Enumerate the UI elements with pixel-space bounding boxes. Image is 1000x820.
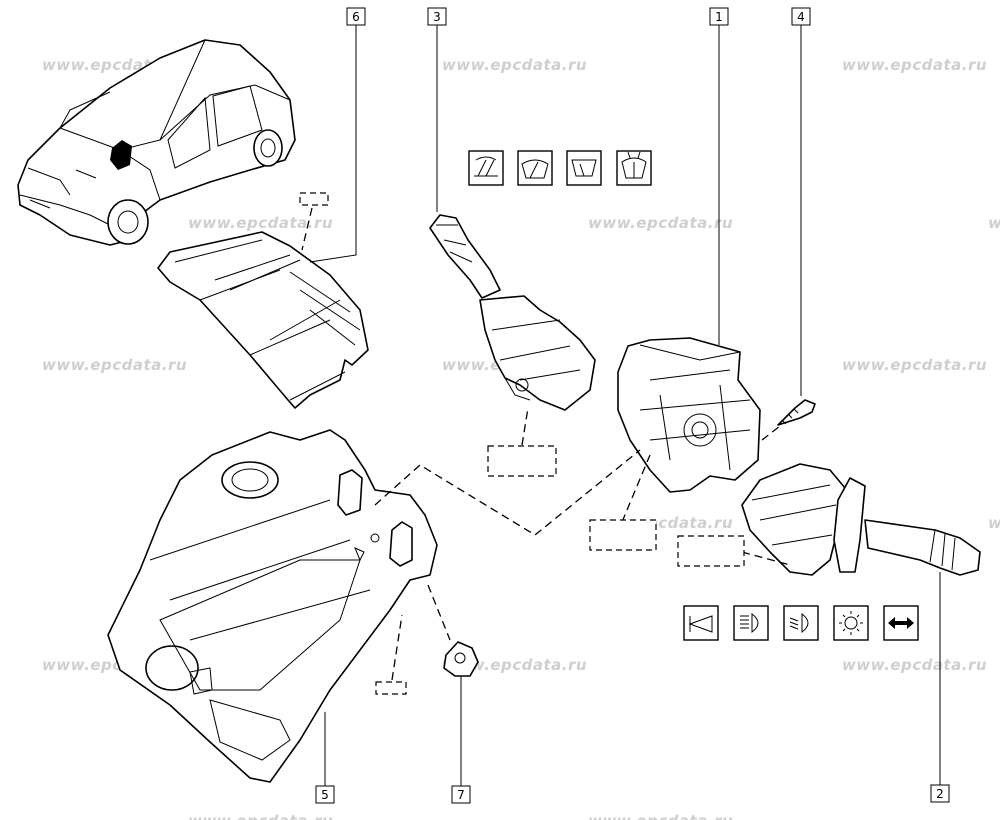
callout-label: 6 bbox=[352, 10, 360, 24]
car-location-illustration bbox=[17, 39, 296, 246]
callout-label: 3 bbox=[433, 10, 441, 24]
watermark: www.epcdata.ru bbox=[188, 812, 333, 820]
wiper-icons bbox=[468, 150, 652, 186]
screw-line bbox=[761, 425, 781, 441]
watermark: www.epcdata.ru bbox=[588, 214, 733, 232]
reference-boxes bbox=[299, 192, 745, 695]
lighting-stalk-part bbox=[741, 463, 981, 576]
cowl-fixing-line bbox=[301, 207, 313, 251]
callout-7: 7 bbox=[451, 785, 471, 804]
screw-part bbox=[777, 399, 816, 426]
callout-5: 5 bbox=[315, 785, 335, 804]
lower-cowl-fixing-line bbox=[391, 614, 403, 681]
rear-screen-icon bbox=[566, 150, 602, 186]
side-light-icon bbox=[833, 605, 869, 641]
reference-box bbox=[677, 535, 745, 567]
reference-box bbox=[589, 519, 657, 551]
callout-3: 3 bbox=[427, 7, 447, 26]
indicator-icon bbox=[883, 605, 919, 641]
horn-icon bbox=[683, 605, 719, 641]
clip-part bbox=[443, 641, 479, 677]
connection-lines bbox=[301, 207, 791, 681]
watermark: www.epcdata.ru bbox=[842, 356, 987, 374]
watermark: www.epcdata.ru bbox=[442, 56, 587, 74]
reference-box bbox=[375, 681, 407, 695]
callout-6: 6 bbox=[346, 7, 366, 26]
dipped-beam-icon bbox=[783, 605, 819, 641]
wiper-stalk-part bbox=[429, 214, 596, 411]
reference-box bbox=[299, 192, 329, 206]
callout-2: 2 bbox=[930, 784, 950, 803]
watermark: www.epcdata.ru bbox=[188, 214, 333, 232]
watermark: www.epcdata.ru bbox=[842, 56, 987, 74]
callout-label: 1 bbox=[715, 10, 723, 24]
callout-leaders bbox=[309, 25, 941, 786]
watermark: www.epcdata.ru bbox=[988, 514, 1000, 532]
callout-label: 5 bbox=[321, 788, 329, 802]
callout-label: 2 bbox=[936, 787, 944, 801]
lighting-stalk-fixing-line bbox=[741, 551, 791, 566]
lower-cowl-part bbox=[107, 429, 438, 783]
main-beam-icon bbox=[733, 605, 769, 641]
watermark: www.epcdata.ru bbox=[842, 656, 987, 674]
wiper-stalk-fixing-line bbox=[521, 407, 529, 446]
cowl-to-switch-line bbox=[374, 449, 641, 536]
light-icons bbox=[683, 605, 919, 641]
wiper-sweep-icon bbox=[517, 150, 553, 186]
washer-icon bbox=[616, 150, 652, 186]
watermark: www.epcdata.ru bbox=[988, 214, 1000, 232]
callout-label: 4 bbox=[797, 10, 805, 24]
callout-label: 7 bbox=[457, 788, 465, 802]
wiper-front-icon bbox=[468, 150, 504, 186]
reference-box bbox=[487, 445, 557, 477]
callout-1: 1 bbox=[709, 7, 729, 26]
clip-line bbox=[427, 584, 451, 641]
watermark: www.epcdata.ru bbox=[42, 356, 187, 374]
upper-cowl-part bbox=[157, 231, 369, 409]
watermark: www.epcdata.ru bbox=[588, 812, 733, 820]
callouts: 6 3 1 4 5 7 2 bbox=[315, 7, 950, 804]
callout-4: 4 bbox=[791, 7, 811, 26]
switch-body-part bbox=[617, 337, 761, 493]
